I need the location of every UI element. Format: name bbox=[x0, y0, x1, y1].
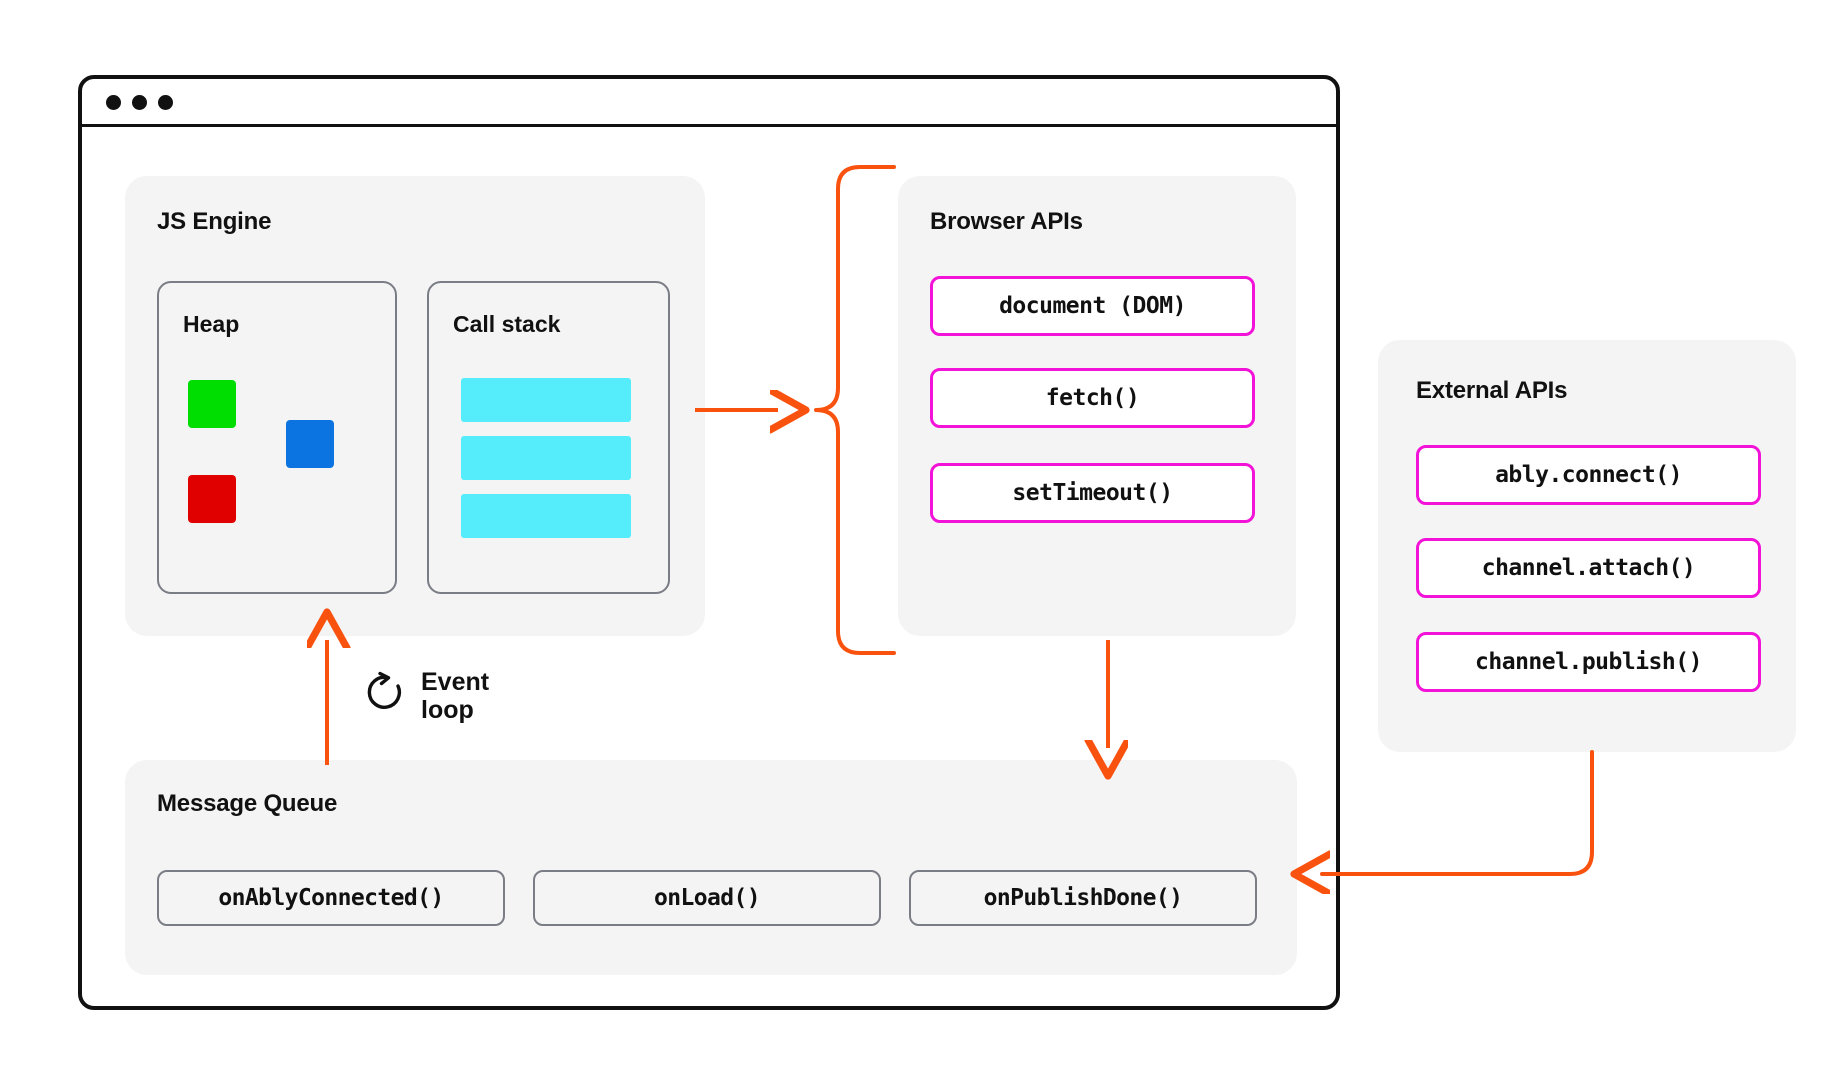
heap-panel: Heap bbox=[157, 281, 397, 594]
external-apis-panel: External APIs ably.connect() channel.att… bbox=[1378, 340, 1796, 752]
message-queue-item-onpublishdone[interactable]: onPublishDone() bbox=[909, 870, 1257, 926]
call-stack-frame bbox=[461, 436, 631, 480]
event-loop-label: Event loop bbox=[421, 668, 490, 724]
external-api-item-channel-attach[interactable]: channel.attach() bbox=[1416, 538, 1761, 598]
call-stack-title: Call stack bbox=[453, 311, 561, 337]
message-queue-item-onablyconnected[interactable]: onAblyConnected() bbox=[157, 870, 505, 926]
browser-apis-title: Browser APIs bbox=[930, 208, 1083, 235]
message-queue-title: Message Queue bbox=[157, 790, 338, 817]
heap-block-red bbox=[188, 475, 236, 523]
call-stack-frame bbox=[461, 494, 631, 538]
external-apis-title: External APIs bbox=[1416, 377, 1568, 404]
call-stack-panel: Call stack bbox=[427, 281, 670, 594]
heap-title: Heap bbox=[183, 311, 240, 337]
maximize-dot-icon[interactable] bbox=[158, 95, 173, 110]
js-engine-panel: JS Engine Heap Call stack bbox=[125, 176, 705, 636]
message-queue-panel: Message Queue onAblyConnected() onLoad()… bbox=[125, 760, 1297, 975]
heap-block-green bbox=[188, 380, 236, 428]
heap-block-blue bbox=[286, 420, 334, 468]
browser-api-item-fetch[interactable]: fetch() bbox=[930, 368, 1255, 428]
browser-apis-panel: Browser APIs document (DOM) fetch() setT… bbox=[898, 176, 1296, 636]
close-dot-icon[interactable] bbox=[106, 95, 121, 110]
call-stack-frame bbox=[461, 378, 631, 422]
event-loop-group: Event loop bbox=[363, 668, 489, 724]
circular-arrow-icon bbox=[363, 670, 407, 723]
external-api-item-channel-publish[interactable]: channel.publish() bbox=[1416, 632, 1761, 692]
js-engine-title: JS Engine bbox=[157, 208, 272, 235]
browser-api-item-document[interactable]: document (DOM) bbox=[930, 276, 1255, 336]
window-control-dots bbox=[106, 95, 173, 110]
browser-titlebar bbox=[82, 79, 1336, 127]
message-queue-item-onload[interactable]: onLoad() bbox=[533, 870, 881, 926]
external-api-item-ably-connect[interactable]: ably.connect() bbox=[1416, 445, 1761, 505]
arrow-external-apis-to-message-queue bbox=[1322, 750, 1594, 874]
minimize-dot-icon[interactable] bbox=[132, 95, 147, 110]
browser-api-item-settimeout[interactable]: setTimeout() bbox=[930, 463, 1255, 523]
